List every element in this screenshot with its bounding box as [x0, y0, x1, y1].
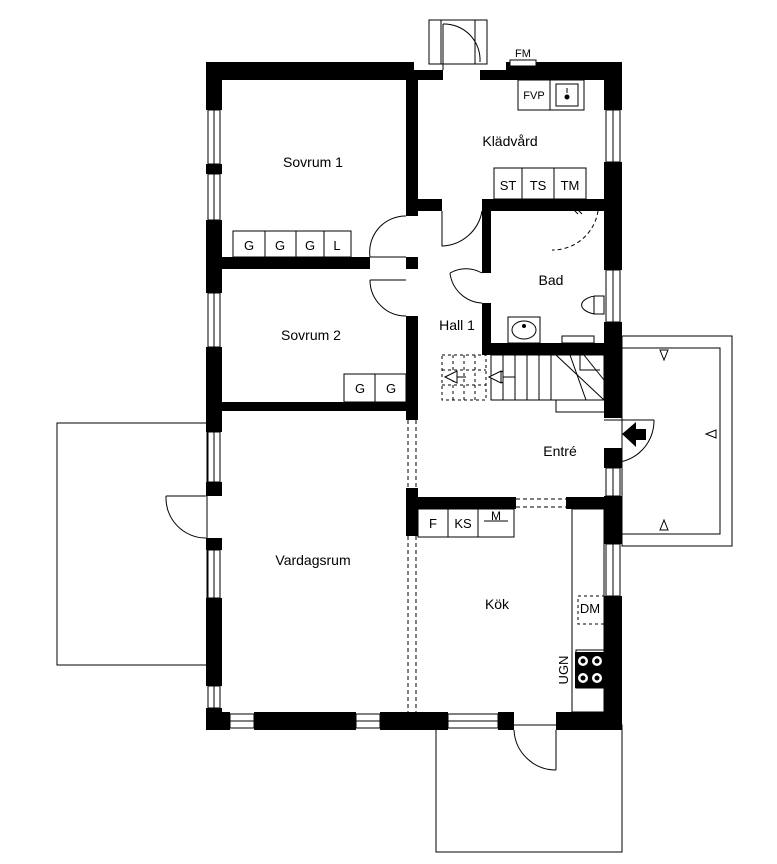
fixture-label-dm: DM	[580, 601, 600, 616]
doors	[165, 23, 655, 771]
door-sovrum2	[369, 279, 407, 317]
wardrobe-label: G	[305, 238, 315, 253]
fixture-label-f: F	[429, 516, 437, 531]
door-kladvard	[441, 210, 483, 247]
room-label-entre: Entré	[543, 443, 577, 459]
door-sovrum1	[369, 215, 407, 258]
fixture-label-tm: TM	[561, 178, 580, 193]
room-label-hall: Hall 1	[439, 317, 475, 333]
stove-icon	[575, 652, 606, 688]
staircase	[489, 354, 605, 413]
room-label-sovrum1: Sovrum 1	[283, 154, 343, 170]
room-labels: Sovrum 1 Sovrum 2 Klädvård Bad Hall 1 En…	[275, 133, 577, 612]
laundry-appliances	[493, 167, 587, 200]
door-bad	[449, 268, 483, 304]
entrance-arrow-icon	[622, 422, 646, 447]
fixture-label-ts: TS	[530, 178, 547, 193]
fixture-label-st: ST	[500, 178, 517, 193]
stair-dashed-upper	[441, 354, 487, 401]
wardrobe-label-l: L	[333, 238, 340, 253]
inner-walls	[222, 80, 604, 536]
fixture-label-fm: FM	[515, 48, 531, 60]
room-label-kok: Kök	[485, 596, 510, 612]
fixture-label-ks: KS	[454, 516, 472, 531]
fixture-labels: FM FVP ST TS TM G G G L G G F KS M DM UG…	[244, 48, 600, 684]
wardrobe-label: G	[275, 238, 285, 253]
door-bad-shower	[551, 210, 599, 251]
door-west	[165, 495, 207, 539]
fvp-unit	[517, 79, 585, 111]
room-label-sovrum2: Sovrum 2	[281, 327, 341, 343]
windows	[207, 59, 621, 729]
wardrobe-label: G	[386, 381, 396, 396]
wardrobes-sovrum1	[232, 230, 352, 258]
outdoor-outlines	[56, 19, 733, 853]
room-label-kladvard: Klädvård	[482, 133, 537, 149]
porch-arrows	[659, 349, 717, 531]
east-porch-inner	[621, 347, 721, 535]
wardrobe-label: G	[355, 381, 365, 396]
wardrobes-sovrum2	[343, 373, 407, 403]
toilet	[581, 295, 605, 315]
room-label-bad: Bad	[539, 272, 564, 288]
fixture-label-ugn: UGN	[556, 656, 571, 685]
east-porch-outer	[621, 335, 733, 547]
door-south	[513, 729, 557, 771]
west-terrace	[56, 422, 208, 666]
openings	[407, 420, 566, 712]
fixture-label-fvp: FVP	[523, 90, 544, 102]
bathroom-fixtures	[507, 207, 605, 344]
fixture-label-m: M	[491, 509, 501, 523]
door-north-entry	[442, 23, 481, 70]
stair-arrows	[443, 370, 502, 384]
door-entre	[603, 419, 655, 464]
washbasin	[507, 316, 541, 344]
south-terrace	[435, 724, 623, 853]
room-label-vardagsrum: Vardagsrum	[275, 552, 350, 568]
wardrobe-label: G	[244, 238, 254, 253]
